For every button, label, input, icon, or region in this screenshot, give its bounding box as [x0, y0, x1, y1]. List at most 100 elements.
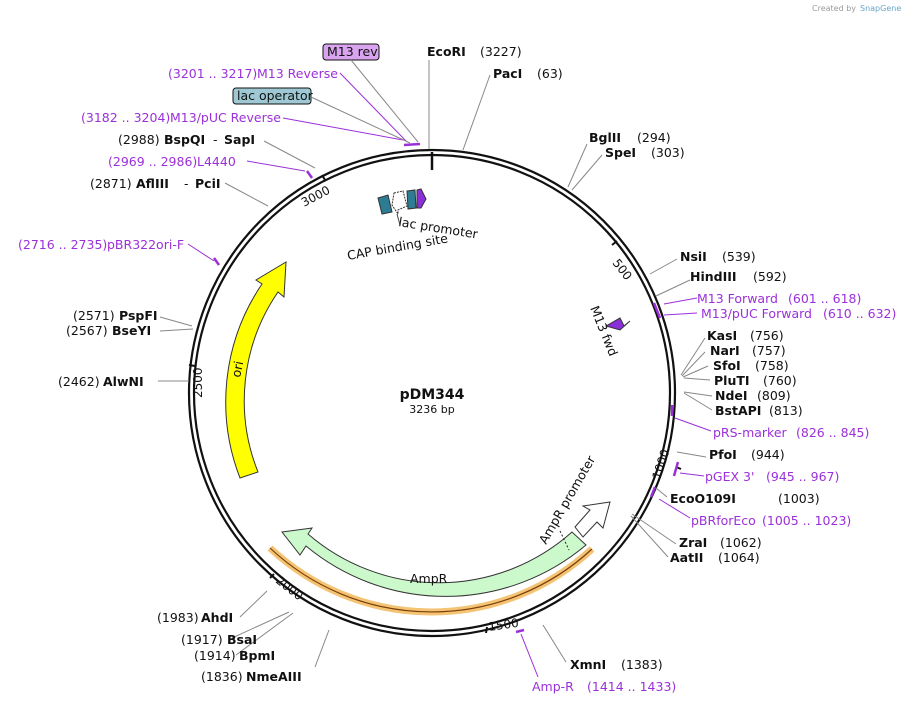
primer-name-pgex3: pGEX 3': [705, 469, 754, 484]
site-pos-spei: (303): [651, 145, 685, 160]
ori-feature-arrow: [225, 261, 287, 479]
site-name-pcii: PciI: [195, 176, 221, 191]
m13-reverse-mark: [403, 142, 421, 147]
site-name-nari: NarI: [710, 343, 740, 358]
site-leader-lines: [158, 60, 713, 668]
site-name-ndei: NdeI: [715, 388, 748, 403]
lac-promoter-connector: [396, 213, 401, 226]
site-pos-xmni: (1383): [621, 657, 663, 672]
site-name-paci: PacI: [493, 66, 522, 81]
primer-pos-l4440: (2969 .. 2986): [108, 154, 197, 169]
site-pos-aatii: (1064): [718, 550, 760, 565]
primer-pos-prs-marker: (826 .. 845): [796, 425, 869, 440]
lac-promoter-arrow: [391, 190, 408, 216]
site-name-ahdi: AhdI: [201, 610, 233, 625]
primer-name-amp-r: Amp-R: [532, 679, 574, 694]
site-pos-pfoi: (944): [751, 447, 785, 462]
site-pos-sfoi: (758): [755, 358, 789, 373]
site-name-spei: SpeI: [605, 145, 636, 160]
site-pos-bglii: (294): [637, 130, 671, 145]
tick-label-2500: 2500: [191, 367, 205, 398]
tick-marks: [188, 174, 682, 634]
site-pos-ecoo109i: (1003): [778, 491, 820, 506]
site-pos-nari: (757): [752, 343, 786, 358]
m13-rev-box-leader: [350, 59, 419, 143]
credit-prefix: Created by: [812, 4, 856, 13]
site-name-nmeaiii: NmeAIII: [246, 669, 302, 684]
pbrforeco-mark: [649, 486, 657, 498]
site-name-pluti: PluTI: [714, 373, 750, 388]
site-name-ecoo109i: EcoO109I: [670, 491, 736, 506]
ori-label: ori: [228, 360, 246, 379]
amp-r-mark: [515, 628, 525, 634]
site-name-sfoi: SfoI: [713, 358, 741, 373]
primer-name-m13-puc-reverse: M13/pUC Reverse: [170, 110, 281, 125]
site-name-aatii: AatII: [670, 550, 703, 565]
site-pos-alwni: (2462): [58, 374, 100, 389]
m13-fwd-arrow: [604, 317, 631, 331]
site-pos-pspfi: (2571): [73, 308, 115, 323]
site-pos-afliii: (2871): [90, 176, 132, 191]
site-pos-kasi: (756): [750, 328, 784, 343]
site-pos-bpmi: (1914): [194, 648, 236, 663]
tick-label-1000: 1000: [650, 448, 673, 481]
ampr-highlight-line: [269, 547, 593, 613]
primer-name-pbr322ori: pBR322ori-F: [107, 237, 184, 252]
primer-pos-m13-puc-forward: (610 .. 632): [823, 306, 896, 321]
site-name-ecori: EcoRI: [427, 44, 466, 59]
plasmid-name: pDM344: [400, 387, 465, 403]
site-name-nsii: NsiI: [680, 249, 707, 264]
primer-pos-m13-puc-reverse: (3182 .. 3204): [81, 110, 170, 125]
primer-marks: [212, 142, 680, 634]
site-pos-pluti: (760): [763, 373, 797, 388]
ampr-label: AmpR: [410, 571, 448, 586]
tick-label-500: 500: [610, 256, 635, 283]
site-separator-bspqi: -: [213, 132, 218, 147]
credit-brand: SnapGene: [860, 4, 901, 13]
site-pos-ecori: (3227): [480, 44, 522, 59]
site-pos-ahdi: (1983): [157, 610, 199, 625]
site-pos-paci: (63): [537, 66, 563, 81]
site-name-bstapi: BstAPI: [715, 403, 761, 418]
site-pos-ndei: (809): [757, 388, 791, 403]
plasmid-length: 3236 bp: [409, 403, 454, 416]
ampr-promoter-arrow: [574, 501, 611, 538]
lac-operator-box-leader: [310, 96, 411, 144]
site-name-xmni: XmnI: [570, 657, 606, 672]
site-pos-zrai: (1062): [720, 535, 762, 550]
site-name-hindiii: HindIII: [690, 269, 737, 284]
primer-pos-pbrforeco: (1005 .. 1023): [762, 513, 851, 528]
primer-name-pbrforeco: pBRforEco: [691, 513, 756, 528]
site-name-afliii: AflIII: [136, 176, 169, 191]
primer-pos-amp-r: (1414 .. 1433): [587, 679, 676, 694]
site-name-bpmi: BpmI: [239, 648, 275, 663]
pbr322ori-mark: [212, 257, 221, 266]
lac-operator-box: [406, 189, 417, 210]
site-name-bglii: BglII: [589, 130, 621, 145]
cap-site-box: [377, 194, 393, 215]
site-name-zrai: ZraI: [679, 535, 707, 550]
site-pos-bstapi: (813): [769, 403, 803, 418]
primer-pos-pgex3: (945 .. 967): [766, 469, 839, 484]
primer-name-prs-marker: pRS-marker: [713, 425, 788, 440]
m13-fwd-label: M13 fwd: [587, 304, 621, 359]
site-name-pspfi: PspFI: [119, 308, 158, 323]
site-pos-nmeaiii: (1836): [201, 669, 243, 684]
site-pos-hindiii: (592): [753, 269, 787, 284]
primer-name-l4440: L4440: [197, 154, 236, 169]
site-name-bsai: BsaI: [227, 632, 257, 647]
primer-name-m13-reverse: M13 Reverse: [257, 66, 338, 81]
m13-rev-box-label: M13 rev: [327, 44, 378, 59]
primer-leader-lines: [187, 72, 712, 678]
primer-pos-pbr322ori: (2716 .. 2735): [18, 237, 107, 252]
site-name-alwni: AlwNI: [103, 374, 144, 389]
site-pos-nsii: (539): [722, 249, 756, 264]
primer-pos-m13-reverse: (3201 .. 3217): [168, 66, 257, 81]
site-name-sapi: SapI: [224, 132, 255, 147]
backbone-outer: [187, 148, 677, 638]
primer-name-m13-forward: M13 Forward: [697, 291, 778, 306]
tick-label-1500: 1500: [487, 616, 519, 634]
lac-operator-box-label-bg: [232, 87, 312, 105]
